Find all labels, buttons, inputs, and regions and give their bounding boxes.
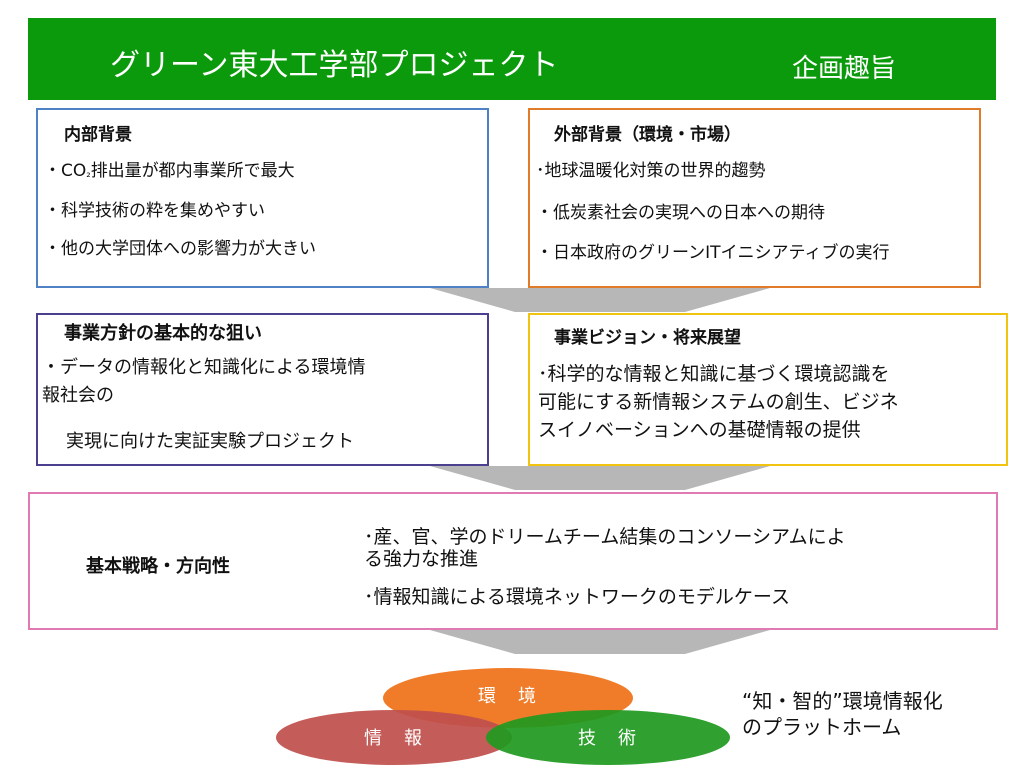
external-item-1: ･地球温暖化対策の世界的趨勢: [536, 161, 766, 181]
internal-item-1-subscript: ₂: [86, 167, 91, 180]
strategy-heading: 基本戦略・方向性: [86, 556, 230, 577]
flow-arrow-2: [430, 466, 770, 490]
external-item-3: ・日本政府のグリーンITイニシアティブの実行: [536, 243, 890, 263]
technology-label: 技 術: [578, 728, 638, 749]
policy-line-3: 実現に向けた実証実験プロジェクト: [66, 431, 354, 452]
internal-background-box: 内部背景 ・CO₂排出量が都内事業所で最大 ・科学技術の粋を集めやすい ・他の大…: [36, 108, 489, 288]
strategy-box: 基本戦略・方向性 ･産、官、学のドリームチーム結集のコンソーシアムによ る強力な…: [28, 492, 998, 630]
header-banner: グリーン東大工学部プロジェクト 企画趣旨: [28, 18, 996, 100]
page-subtitle: 企画趣旨: [792, 54, 897, 84]
tagline-line-2: のプラットホーム: [742, 715, 902, 739]
information-label: 情 報: [364, 728, 424, 749]
policy-box: 事業方針の基本的な狙い ・データの情報化と知識化による環境情 報社会の 実現に向…: [36, 313, 489, 466]
vision-box: 事業ビジョン・将来展望 ･科学的な情報と知識に基づく環境認識を 可能にする新情報…: [528, 313, 1008, 466]
flow-arrow-3: [430, 630, 770, 654]
policy-heading: 事業方針の基本的な狙い: [64, 323, 262, 344]
tagline-line-1: “知・智的”環境情報化: [742, 689, 943, 713]
external-item-2: ・低炭素社会の実現への日本への期待: [536, 203, 825, 223]
platform-tagline: “知・智的”環境情報化 のプラットホーム: [742, 688, 943, 740]
strategy-line-3: ･情報知識による環境ネットワークのモデルケース: [364, 586, 790, 608]
internal-item-2: ・科学技術の粋を集めやすい: [44, 201, 265, 221]
internal-item-1-prefix: ・CO: [44, 161, 87, 181]
internal-item-1-text: 排出量が都内事業所で最大: [90, 161, 295, 181]
technology-ellipse: 技 術: [486, 710, 730, 765]
internal-item-1: ・CO₂排出量が都内事業所で最大: [44, 156, 295, 181]
policy-line-2: 報社会の: [42, 385, 114, 406]
page-title: グリーン東大工学部プロジェクト: [110, 48, 559, 83]
information-ellipse: 情 報: [276, 710, 512, 765]
environment-label: 環 境: [478, 686, 538, 707]
strategy-line-1: ･産、官、学のドリームチーム結集のコンソーシアムによ: [364, 526, 846, 548]
vision-heading: 事業ビジョン・将来展望: [554, 328, 741, 348]
policy-line-1: ・データの情報化と知識化による環境情: [42, 357, 366, 378]
flow-arrow-1: [430, 288, 770, 312]
external-background-box: 外部背景（環境・市場） ･地球温暖化対策の世界的趨勢 ・低炭素社会の実現への日本…: [528, 108, 981, 288]
internal-item-3: ・他の大学団体への影響力が大きい: [44, 239, 316, 259]
strategy-line-2: る強力な推進: [364, 548, 479, 570]
vision-line-3: スイノベーションへの基礎情報の提供: [538, 419, 861, 441]
vision-line-1: ･科学的な情報と知識に基づく環境認識を: [538, 363, 890, 385]
internal-heading: 内部背景: [64, 125, 132, 145]
external-heading: 外部背景（環境・市場）: [554, 125, 741, 145]
environment-ellipse: 環 境: [383, 668, 633, 728]
vision-line-2: 可能にする新情報システムの創生、ビジネ: [538, 391, 899, 413]
